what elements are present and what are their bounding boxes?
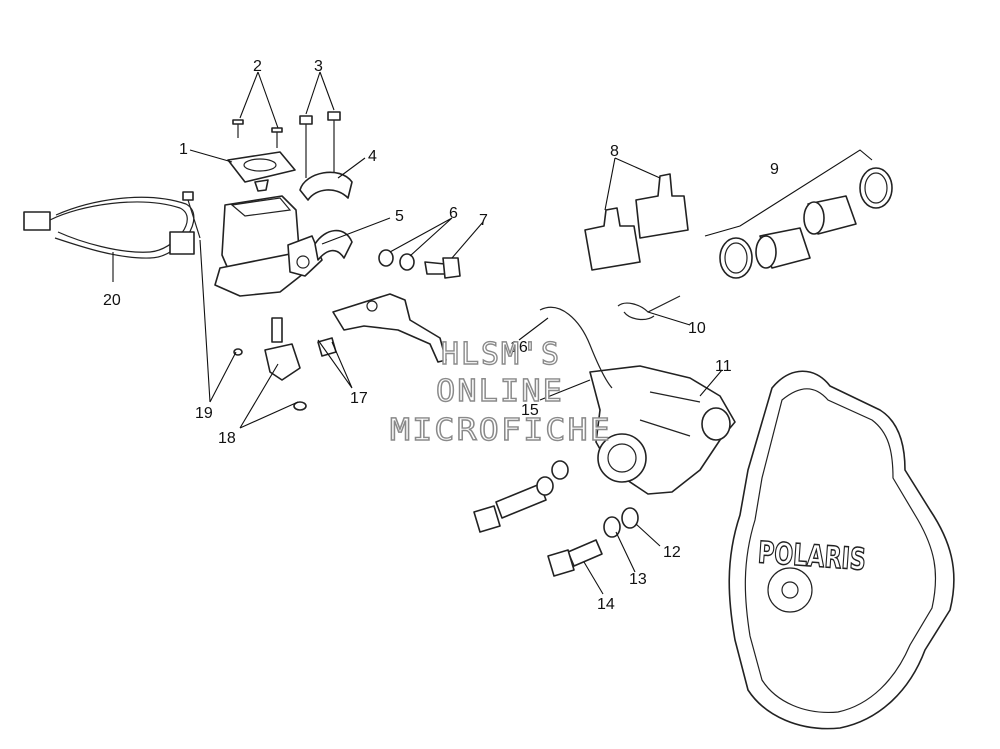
callout-10: 10 xyxy=(688,320,706,337)
polaris-logo: POLARIS xyxy=(757,535,867,577)
brake-hose-assembly xyxy=(23,196,195,259)
callout-20: 20 xyxy=(103,292,121,309)
callout-5: 5 xyxy=(395,208,404,225)
switch-18 xyxy=(264,317,307,411)
callout-15: 15 xyxy=(521,402,539,419)
caliper-bolt-upper xyxy=(473,460,569,533)
gear-case-cover xyxy=(728,370,955,730)
bolts-3 xyxy=(299,111,341,178)
brake-lever xyxy=(317,293,447,363)
clamp xyxy=(299,171,353,261)
callout-17: 17 xyxy=(350,390,368,407)
caliper-hose xyxy=(539,306,613,389)
callout-16: 16 xyxy=(510,339,528,356)
callout-4: 4 xyxy=(368,148,377,165)
pin-19 xyxy=(182,191,243,356)
callout-9: 9 xyxy=(770,161,779,178)
washers-12-13 xyxy=(603,507,639,538)
callout-1: 1 xyxy=(179,141,188,158)
spring-clip xyxy=(617,295,681,321)
bolt-14 xyxy=(547,539,603,577)
callout-7: 7 xyxy=(479,212,488,229)
watermark: HLSM'S ONLINE MICROFICHE xyxy=(389,336,612,448)
watermark-line-3: MICROFICHE xyxy=(390,413,612,448)
bolt-7 xyxy=(424,257,461,279)
leader-lines xyxy=(112,71,873,595)
callout-19: 19 xyxy=(195,405,213,422)
callout-3: 3 xyxy=(314,58,323,75)
reservoir-cap xyxy=(227,151,296,192)
washers-6 xyxy=(378,249,415,271)
screws-2 xyxy=(232,119,283,148)
brake-caliper xyxy=(589,365,736,495)
callout-12: 12 xyxy=(663,544,681,561)
caliper-pistons xyxy=(719,167,893,279)
callout-14: 14 xyxy=(597,596,615,613)
watermark-line-2: ONLINE xyxy=(436,374,564,409)
callout-2: 2 xyxy=(253,58,262,75)
callout-11: 11 xyxy=(715,358,732,375)
master-cylinder xyxy=(214,195,323,297)
callout-labels: 1 2 3 4 5 6 7 8 9 10 11 12 13 14 15 16 1… xyxy=(103,58,779,613)
brake-pads xyxy=(584,173,689,271)
watermark-line-1: HLSM'S xyxy=(441,337,561,372)
callout-6: 6 xyxy=(449,205,458,222)
callout-13: 13 xyxy=(629,571,647,588)
callout-18: 18 xyxy=(218,430,236,447)
callout-8: 8 xyxy=(610,143,619,160)
